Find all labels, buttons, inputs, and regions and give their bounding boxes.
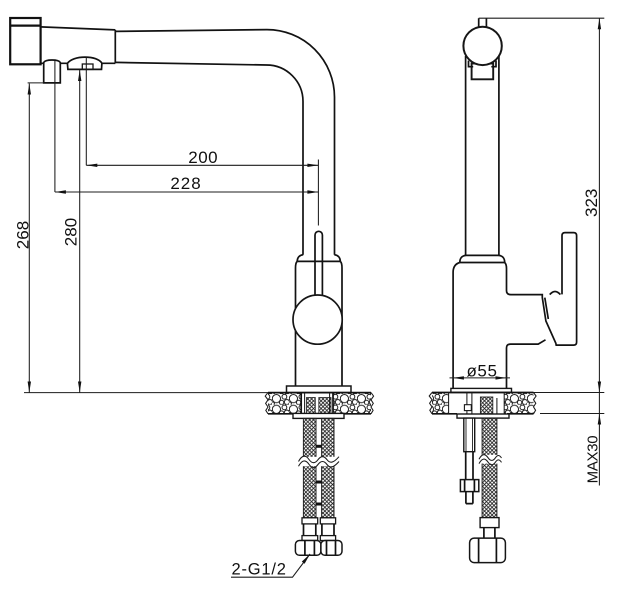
svg-text:ø55: ø55 xyxy=(466,362,497,381)
svg-text:2-G1/2: 2-G1/2 xyxy=(232,561,287,579)
svg-text:268: 268 xyxy=(14,221,33,249)
svg-text:200: 200 xyxy=(188,148,218,167)
svg-text:228: 228 xyxy=(170,174,201,193)
svg-text:MAX30: MAX30 xyxy=(585,436,602,484)
svg-text:280: 280 xyxy=(62,218,81,246)
svg-text:323: 323 xyxy=(582,189,601,217)
